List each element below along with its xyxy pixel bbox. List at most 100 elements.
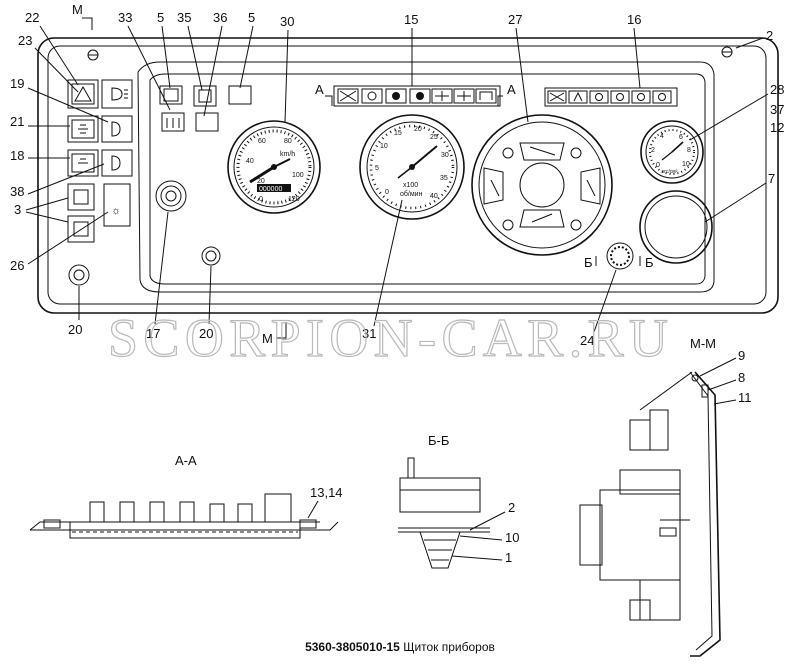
square-switch-upper bbox=[67, 183, 95, 211]
section-mm-title: М-М bbox=[690, 336, 716, 351]
tachometer-dial bbox=[366, 121, 458, 213]
pressure-needle bbox=[671, 141, 684, 153]
bb-lens bbox=[419, 531, 461, 569]
odometer-window bbox=[257, 184, 291, 192]
callout-15: 15 bbox=[404, 12, 418, 27]
pressure-tick-4: 4 bbox=[660, 133, 664, 140]
square-switch-lower bbox=[67, 215, 95, 243]
pressure-tick-6: 6 bbox=[679, 134, 683, 141]
headlight-switch bbox=[101, 79, 133, 109]
combination-gauge-bezel bbox=[471, 114, 613, 256]
sun-icon: ☼ bbox=[111, 205, 121, 217]
callout-2: 2 bbox=[766, 28, 773, 43]
gauge-opening-outer bbox=[639, 190, 713, 264]
speed-tick-80: 80 bbox=[284, 138, 292, 145]
rear-fog-switch bbox=[67, 115, 99, 143]
tacho-unit: об/мин bbox=[400, 190, 423, 198]
part-number: 5360-3805010-15 bbox=[305, 640, 400, 654]
combination-gauge bbox=[471, 114, 613, 256]
coolant-temp-subgauge bbox=[580, 167, 601, 205]
oil-pressure-subgauge bbox=[483, 167, 504, 205]
section-aa-view: А-А 13,14 bbox=[29, 453, 343, 539]
callout-5-right: 5 bbox=[248, 10, 255, 25]
callout-1: 1 bbox=[505, 550, 512, 565]
callout-2-bb: 2 bbox=[508, 500, 515, 515]
tacho-tick-40: 40 bbox=[430, 193, 438, 200]
indicator-block-35 bbox=[193, 85, 217, 107]
pressure-gauge: 0 2 4 6 8 10 кгс/см² bbox=[640, 120, 704, 184]
callout-31: 31 bbox=[362, 326, 376, 341]
section-mm-view: М-М 9 8 11 bbox=[579, 336, 752, 657]
section-m-bottom: М bbox=[262, 331, 273, 346]
callout-9: 9 bbox=[738, 348, 745, 363]
indicator-block-33 bbox=[161, 112, 185, 132]
callout-13-14: 13,14 bbox=[310, 485, 343, 500]
indicator-block-1 bbox=[159, 85, 183, 105]
indicator-block-5 bbox=[228, 85, 252, 105]
tachometer-needle bbox=[411, 145, 438, 168]
hazard-switch bbox=[67, 79, 99, 109]
section-b-right: Б bbox=[645, 255, 654, 270]
voltmeter-subgauge bbox=[519, 209, 565, 228]
mm-gauge-body bbox=[599, 489, 681, 581]
speed-tick-60: 60 bbox=[258, 138, 266, 145]
speedometer-needle bbox=[249, 165, 275, 184]
panel-inner-frame bbox=[47, 45, 767, 305]
small-controls bbox=[155, 180, 634, 270]
callout-21: 21 bbox=[10, 114, 24, 129]
lamp-24 bbox=[606, 242, 634, 270]
callout-26: 26 bbox=[10, 258, 24, 273]
speed-tick-120: 120 bbox=[288, 196, 300, 203]
section-aa-title: А-А bbox=[175, 453, 197, 468]
callout-23: 23 bbox=[18, 33, 32, 48]
speedometer-tick-ring bbox=[236, 129, 312, 205]
callout-35: 35 bbox=[177, 10, 191, 25]
low-beam-icon bbox=[111, 155, 121, 171]
gauge-opening bbox=[639, 190, 713, 264]
callout-3: 3 bbox=[14, 202, 21, 217]
pressure-unit: кгс/см² bbox=[662, 169, 678, 175]
lamp-socket-4 bbox=[570, 219, 582, 231]
callout-10: 10 bbox=[505, 530, 519, 545]
callout-24: 24 bbox=[580, 333, 594, 348]
tachometer: 0 5 10 15 20 25 30 35 40 x100 об/мин bbox=[359, 114, 465, 220]
warning-lamp-row bbox=[337, 88, 497, 104]
button-17-outer bbox=[155, 180, 187, 212]
panel-outer-frame bbox=[37, 37, 779, 314]
tacho-tick-10: 10 bbox=[380, 143, 388, 150]
callout-18: 18 bbox=[10, 148, 24, 163]
bb-lamp-body bbox=[399, 477, 481, 513]
combination-gauge-hub bbox=[519, 162, 565, 208]
callout-30: 30 bbox=[280, 14, 294, 29]
panel-face-inner bbox=[149, 73, 706, 285]
speedometer: 20 40 60 80 100 120 0 km/h 000000 bbox=[227, 120, 321, 214]
callout-19: 19 bbox=[10, 76, 24, 91]
tacho-tick-0: 0 bbox=[385, 189, 389, 196]
callout-7: 7 bbox=[768, 171, 775, 186]
section-a-left: А bbox=[315, 82, 324, 97]
warning-lamp-strip bbox=[333, 85, 501, 107]
indicator-blocks-left bbox=[159, 85, 252, 132]
tachometer-bezel bbox=[359, 114, 465, 220]
marker-light-switch bbox=[67, 149, 99, 177]
marker-lamp-icon bbox=[78, 158, 88, 164]
section-markers: А А Б Б М М bbox=[72, 2, 654, 346]
socket-left bbox=[68, 264, 90, 286]
callout-8: 8 bbox=[738, 370, 745, 385]
lamp-socket-3 bbox=[502, 219, 514, 231]
speedometer-unit: km/h bbox=[280, 151, 295, 158]
panel-housing bbox=[37, 37, 779, 314]
callout-16: 16 bbox=[627, 12, 641, 27]
mm-panel-wall bbox=[690, 371, 721, 657]
pressure-tick-0: 0 bbox=[656, 162, 660, 169]
tacho-tick-20: 20 bbox=[414, 126, 422, 133]
speedometer-dial bbox=[233, 126, 315, 208]
tachometer-tick-ring bbox=[369, 124, 455, 210]
lamp-icon bbox=[78, 124, 88, 134]
fog-light-switch bbox=[101, 115, 133, 143]
callout-20-left: 20 bbox=[68, 322, 82, 337]
drawing-caption: 5360-3805010-15 Щиток приборов bbox=[0, 640, 800, 654]
speedometer-bezel bbox=[227, 120, 321, 214]
fog-light-icon bbox=[111, 121, 121, 137]
